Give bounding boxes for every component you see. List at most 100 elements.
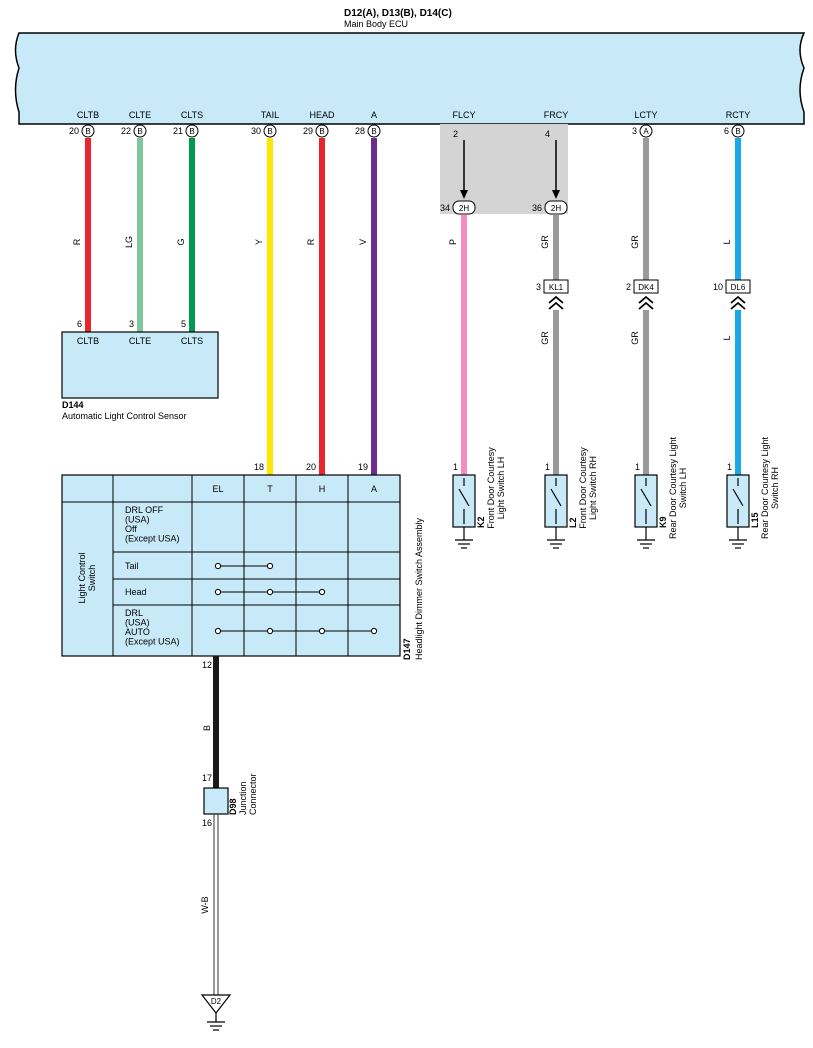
junction-pin-top: 17 bbox=[202, 773, 212, 783]
wire-color-label: V bbox=[358, 239, 368, 245]
ecu-terminal-label: FLCY bbox=[452, 110, 475, 120]
ecu-terminal-pin: 29 bbox=[303, 126, 313, 136]
door-switch-blade bbox=[640, 488, 652, 507]
switch-column-header: T bbox=[267, 484, 273, 494]
wire-color-label: W-B bbox=[200, 896, 210, 913]
sensor-box bbox=[61, 331, 219, 399]
wire-color-label: R bbox=[72, 238, 82, 245]
door-switch-pin: 1 bbox=[727, 462, 732, 472]
inline-connector-box bbox=[543, 279, 569, 294]
ecu-terminal-label: CLTS bbox=[181, 110, 203, 120]
junction-2h-label: 2H bbox=[459, 204, 469, 213]
ecu-terminal-pin: 28 bbox=[355, 126, 365, 136]
junction-connector-box bbox=[203, 787, 229, 815]
door-switch-id: K9 bbox=[658, 516, 668, 528]
switch-column-header: A bbox=[371, 484, 377, 494]
wire-color-label: GR bbox=[630, 331, 640, 345]
switch-row-label: Head bbox=[125, 587, 147, 597]
switch-row-label-line: AUTO bbox=[125, 627, 150, 637]
ecu-terminal-circle bbox=[133, 124, 147, 138]
switch-row-label-line: Off bbox=[125, 524, 137, 534]
wire-color-label: GR bbox=[630, 235, 640, 249]
sensor-pin: 5 bbox=[181, 319, 186, 329]
switch-row-label-line: DRL bbox=[125, 608, 143, 618]
junction-2h-label: 2H bbox=[551, 204, 561, 213]
switch-assembly-id: D147 bbox=[402, 638, 412, 660]
ecu-terminal-circle bbox=[639, 124, 653, 138]
switch-row-label-line: (USA) bbox=[125, 515, 150, 525]
door-switch-id: L15 bbox=[750, 512, 760, 528]
wire-color-label: Y bbox=[254, 239, 264, 245]
ecu-terminal-label: LCTY bbox=[634, 110, 657, 120]
switch-continuity-dot bbox=[214, 588, 222, 596]
ground-point-label: D2 bbox=[211, 997, 222, 1006]
ecu-terminal-conn: B bbox=[137, 127, 142, 136]
switch-continuity-dot bbox=[318, 627, 326, 635]
inline-connector-pin: 3 bbox=[536, 282, 541, 292]
ecu-terminal-label: RCTY bbox=[726, 110, 751, 120]
ecu-terminal-conn: B bbox=[319, 127, 324, 136]
ecu-terminal-conn: B bbox=[189, 127, 194, 136]
ecu-terminal-circle bbox=[731, 124, 745, 138]
door-switch-pin: 1 bbox=[453, 462, 458, 472]
door-switch-name: Front Door Courtesy bbox=[578, 447, 588, 529]
switch-pin: 18 bbox=[254, 462, 264, 472]
junction-connector-id: D98 bbox=[228, 798, 238, 815]
door-switch-blade bbox=[458, 488, 470, 507]
door-switch-blade bbox=[550, 488, 562, 507]
shaded-junction-area bbox=[440, 124, 568, 214]
switch-row-label-line: (Except USA) bbox=[125, 637, 180, 647]
junction-2h-pill bbox=[544, 200, 568, 215]
door-switch-pin: 1 bbox=[545, 462, 550, 472]
ecu-box bbox=[14, 32, 806, 125]
switch-group-label: Light ControlSwitch bbox=[77, 552, 97, 603]
junction-connector-name: Connector bbox=[248, 773, 258, 815]
ecu-terminal-pin: 4 bbox=[545, 129, 550, 139]
wire-color-label: L bbox=[722, 335, 732, 340]
door-switch-name: Switch LH bbox=[678, 468, 688, 509]
wire-color-label: B bbox=[202, 725, 212, 731]
inline-connector-label: DL6 bbox=[731, 283, 746, 292]
inline-connector-label: KL1 bbox=[549, 283, 564, 292]
wire-color-label: R bbox=[306, 238, 316, 245]
ecu-terminal-pin: 21 bbox=[173, 126, 183, 136]
junction-2h-pin: 34 bbox=[440, 203, 450, 213]
switch-bottom-pin: 12 bbox=[202, 660, 212, 670]
switch-row-label: DRL(USA)AUTO(Except USA) bbox=[125, 608, 180, 647]
ecu-terminal-pin: 22 bbox=[121, 126, 131, 136]
door-switch-id: K2 bbox=[476, 516, 486, 528]
wire-color-label: G bbox=[176, 238, 186, 245]
sensor-pin: 3 bbox=[129, 319, 134, 329]
inline-connector-label: DK4 bbox=[638, 283, 654, 292]
ecu-terminal-label: CLTE bbox=[129, 110, 151, 120]
ecu-terminal-circle bbox=[81, 124, 95, 138]
ecu-terminal-label: TAIL bbox=[261, 110, 279, 120]
door-switch-name: Rear Door Courtesy Light bbox=[668, 436, 678, 539]
door-switch-name: Light Switch RH bbox=[588, 456, 598, 520]
switch-assembly-id-text: D147 bbox=[402, 638, 412, 660]
ecu-terminal-pin: 30 bbox=[251, 126, 261, 136]
ecu-terminal-conn: B bbox=[371, 127, 376, 136]
ecu-terminal-label: FRCY bbox=[544, 110, 569, 120]
sensor-terminal-label: CLTE bbox=[129, 336, 151, 346]
switch-row-label-line: Tail bbox=[125, 561, 139, 571]
ecu-terminal-pin: 3 bbox=[632, 126, 637, 136]
ecu-connectors: D12(A), D13(B), D14(C) bbox=[344, 8, 452, 19]
inline-connector-box bbox=[725, 279, 751, 294]
door-switch-name: Switch RH bbox=[770, 467, 780, 509]
switch-row-label: Tail bbox=[125, 561, 139, 571]
sensor-terminal-label: CLTS bbox=[181, 336, 203, 346]
switch-continuity-dot bbox=[266, 627, 274, 635]
switch-continuity-dot bbox=[214, 627, 222, 635]
junction-pin-bottom: 16 bbox=[202, 818, 212, 828]
ecu-terminals: CLTBB20CLTEB22CLTSB21TAILB30HEADB29AB28F… bbox=[69, 110, 750, 139]
ecu-name: Main Body ECU bbox=[344, 19, 408, 29]
switch-row-label-line: Head bbox=[125, 587, 147, 597]
switch-row-label-line: (USA) bbox=[125, 618, 150, 628]
door-switch-name: Light Switch LH bbox=[496, 457, 506, 520]
inline-connector-chevron bbox=[730, 295, 746, 310]
sensor-name: Automatic Light Control Sensor bbox=[62, 411, 187, 421]
wire-color-label: LG bbox=[124, 236, 134, 248]
